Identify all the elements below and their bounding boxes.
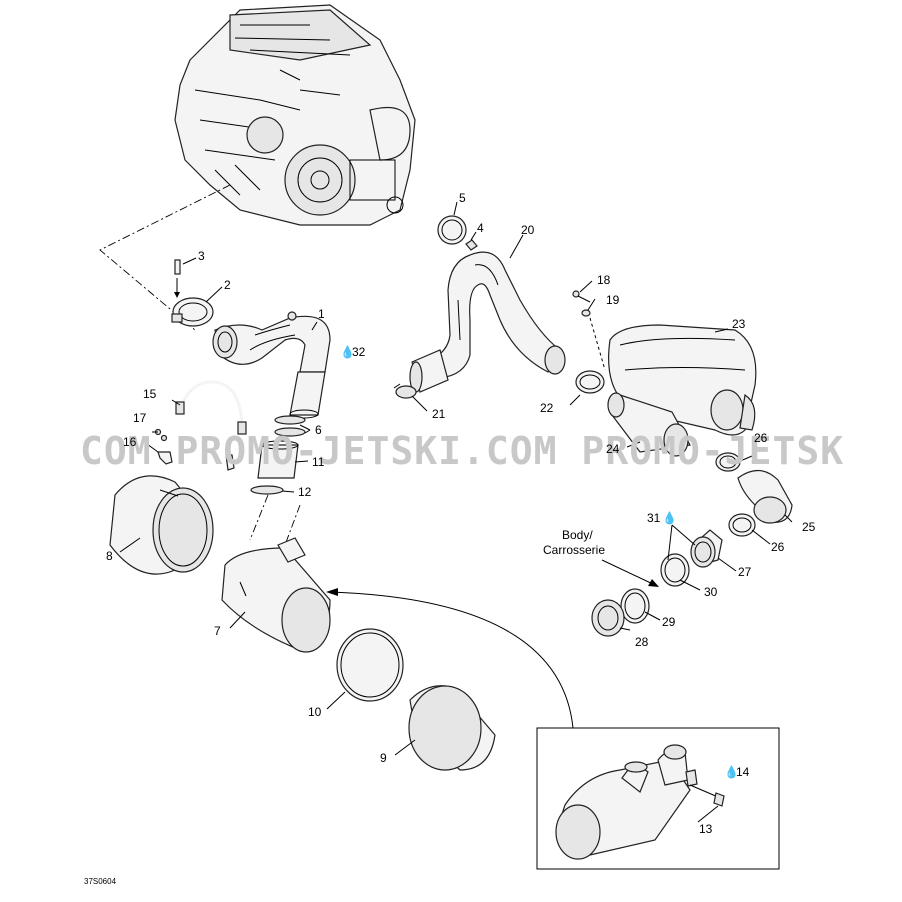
label-26-lower: 26 [771,540,785,554]
part-7-muffler [221,537,331,653]
part-1-exhaust-pipe [212,311,331,419]
part-6-seal [274,415,306,437]
label-2: 2 [224,278,231,292]
part-30-gasket [660,553,690,587]
label-31: 31 [647,511,661,525]
part-18-bolt [572,290,591,303]
label-32: 32 [352,345,366,359]
label-11: 11 [312,455,325,469]
inset-detail-box [536,727,780,870]
part-20-exhaust-hose [409,251,566,393]
label-22: 22 [540,401,554,415]
label-21: 21 [432,407,446,421]
label-8: 8 [106,549,113,563]
engine-leader-line [99,184,231,331]
part-8-heat-shield [109,475,214,575]
label-1: 1 [318,307,325,321]
label-26-upper: 26 [754,431,768,445]
body-arrow-line [601,559,656,586]
body-label-line1: Body/ [562,528,593,542]
inset-arrow-head [326,588,338,596]
part-28-nut [591,599,625,637]
inset-arrow-line [329,591,574,729]
part-24-outlet-pipe [607,392,691,457]
label-23: 23 [732,317,746,331]
part-16-17-fittings [154,428,235,471]
part-9-end-cap [408,685,496,771]
label-17: 17 [133,411,147,425]
label-5: 5 [459,191,466,205]
label-7: 7 [214,624,221,638]
part-4-nut [465,239,478,251]
diagram-reference-code: 37S0604 [84,877,117,886]
body-arrow-head [648,579,659,587]
label-6: 6 [315,423,322,437]
drop-icon-31: 💧 [662,511,677,525]
part-11-sleeve [257,440,299,479]
label-25: 25 [802,520,816,534]
muffler-leader-line [249,494,301,546]
part-26-lower-clamp [728,513,756,537]
part-26-upper-clamp [715,452,741,472]
part-3-stud [174,259,181,298]
watermark-text: COM PROMO-JETSKI.COM PROMO-JETSK [80,429,844,473]
label-20: 20 [521,223,535,237]
part-5-ring [437,215,467,245]
part-15-hose [175,380,247,435]
label-19: 19 [606,293,620,307]
body-label-line2: Carrosserie [543,543,605,557]
label-13: 13 [699,822,713,836]
label-9: 9 [380,751,387,765]
label-12: 12 [298,485,312,499]
label-30: 30 [704,585,718,599]
engine-illustration [174,4,416,226]
label-24: 24 [606,442,620,456]
drop-icon-14: 💧 [724,765,739,779]
part-21-clamp [393,383,417,399]
label-29: 29 [662,615,676,629]
bolt-leader-line [589,317,606,371]
part-22-clamp [575,370,605,394]
label-4: 4 [477,221,484,235]
label-3: 3 [198,249,205,263]
part-19-washer [581,309,591,317]
part-labels: 1 2 3 4 5 6 7 8 9 10 11 12 13 14 15 16 1… [106,191,816,836]
label-27: 27 [738,565,752,579]
part-27-outlet-fitting [690,529,723,568]
part-12-gasket [250,485,284,495]
drop-icon-32: 💧 [340,345,355,359]
part-2-clamp [171,297,214,327]
label-18: 18 [597,273,611,287]
label-15: 15 [143,387,157,401]
label-16: 16 [123,435,137,449]
part-29-ring [620,588,650,624]
part-25-elbow-hose [737,469,793,524]
lubricant-drop-icons: 💧 💧 💧 [340,345,739,779]
label-14: 14 [736,765,750,779]
leader-lines [119,201,793,823]
label-28: 28 [635,635,649,649]
part-10-ring [336,628,404,702]
label-10: 10 [308,705,322,719]
